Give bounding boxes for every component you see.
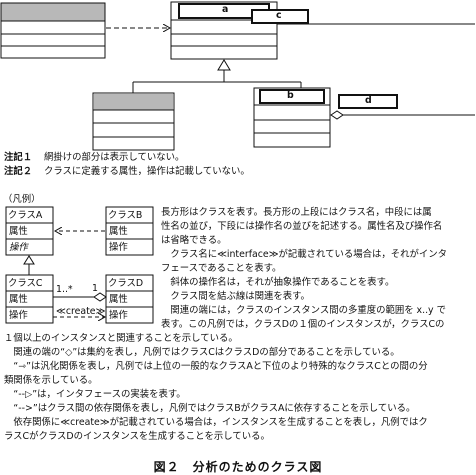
class-c-name: クラスC [8, 278, 43, 289]
body-line: １個以上のインスタンスと関連することを示している。 [4, 333, 238, 344]
multiplicity-left: 1..* [56, 284, 73, 295]
create-label: ≪create≫ [56, 306, 106, 317]
bottom-right-class [253, 87, 331, 148]
note-1-tag: 注記１ [4, 152, 33, 163]
legend-heading: （凡例） [3, 194, 41, 205]
note-2-text: クラスに定義する属性，操作は記載していない。 [44, 166, 250, 177]
generalization [132, 59, 302, 93]
class-a-attr: 属性 [9, 226, 28, 237]
desc-line: 長方形はクラスを表す。長方形の上段にはクラス名，中段には属 [161, 207, 432, 218]
left-top-class [0, 2, 106, 59]
desc-line: クラス間を結ぶ線は関連を表す。 [161, 291, 310, 302]
desc-line: 関連の端には，クラスのインスタンス間の多重度の範囲を x..y で [161, 305, 446, 316]
bottom-left-class [92, 92, 175, 151]
legend-class-c [5, 274, 54, 324]
desc-line: フェースであることを表す。 [161, 263, 282, 274]
class-b-op: 操作 [109, 242, 128, 253]
class-d-op: 操作 [109, 310, 128, 321]
legend-aggregation-diamond [93, 292, 107, 302]
class-a-op: 操作 [9, 242, 28, 253]
body-line: “-->”はクラス間の依存関係を表し，凡例ではクラスBがクラスAに依存することを… [4, 403, 416, 414]
multiplicity-right: 1 [92, 283, 98, 294]
aggregation-diamond [330, 110, 344, 120]
legend-class-a [5, 206, 54, 256]
legend-class-d [105, 274, 154, 324]
class-a-name: クラスA [8, 210, 43, 221]
note-2-tag: 注記２ [4, 166, 33, 177]
label-d: d [365, 95, 372, 106]
class-c-op: 操作 [9, 310, 28, 321]
label-a: a [222, 4, 229, 15]
desc-line: 性名の並び，下段には操作名の並びを記述する。属性名及び操作名 [161, 221, 443, 232]
class-d-attr: 属性 [109, 294, 128, 305]
body-line: 類関係を示している。 [4, 375, 98, 386]
desc-line: 表す。この凡例では，クラスDの１個のインスタンスが，クラスCの [161, 319, 445, 330]
desc-line: は省略できる。 [161, 235, 227, 246]
legend-class-b [105, 206, 154, 256]
note-1-text: 網掛けの部分は表示していない。 [44, 152, 185, 163]
class-c-attr: 属性 [9, 294, 28, 305]
class-b-name: クラスB [108, 210, 143, 221]
label-c: c [276, 10, 282, 21]
label-b: b [287, 90, 294, 101]
figure-caption: 図２ 分析のためのクラス図 [153, 460, 323, 474]
desc-line: 斜体の操作名は，それが抽象操作であることを表す。 [161, 277, 395, 288]
class-d-name: クラスD [108, 278, 144, 289]
class-b-attr: 属性 [109, 226, 128, 237]
body-line: ラスCがクラスDのインスタンスを生成することを示している。 [4, 431, 270, 442]
body-line: 関連の端の“◇”は集約を表し，凡例ではクラスCはクラスDの部分であることを示して… [4, 347, 400, 358]
desc-line: クラス名に≪interface≫が記載されている場合は，それがインタ [161, 249, 447, 260]
body-line: “⇾”は汎化関係を表し，凡例では上位の一般的なクラスAと下位のより特殊的なクラス… [4, 361, 428, 372]
body-line: “--▷”は，インタフェースの実装を表す。 [4, 389, 186, 400]
body-line: 依存関係に≪create≫が記載されている場合は，インスタンスを生成することを表… [4, 417, 428, 428]
